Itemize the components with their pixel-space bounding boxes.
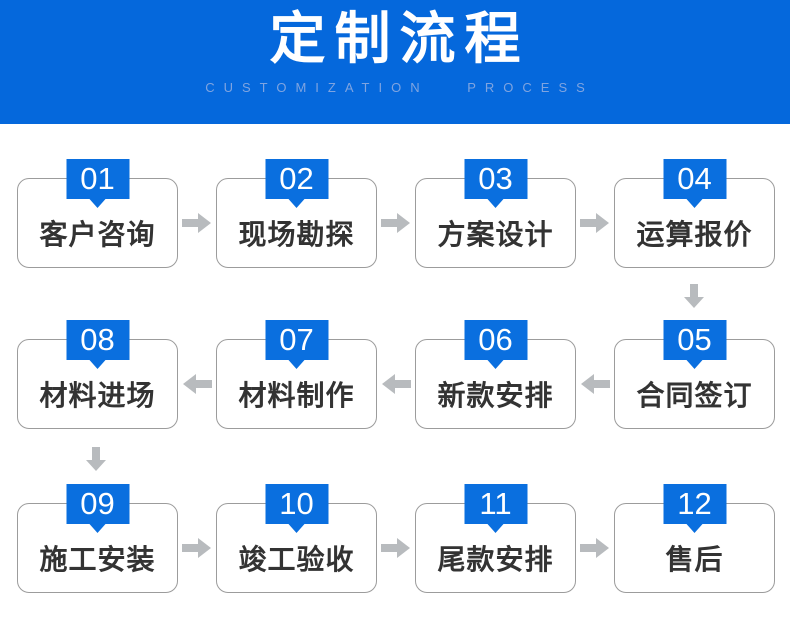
step-label: 材料制作 [238, 380, 355, 411]
step-number-badge: 08 [66, 320, 129, 360]
step-number: 06 [478, 322, 513, 357]
step-label: 新款安排 [437, 380, 554, 411]
step-label: 施工安装 [39, 544, 156, 575]
step-number: 09 [80, 486, 115, 521]
arrow-right-icon [178, 212, 216, 234]
arrow-right-icon [377, 212, 415, 234]
flow-row-3: 09 施工安装 10 竣工验收 11 尾款安排 12 售后 [17, 484, 775, 593]
step-label: 尾款安排 [437, 544, 554, 575]
step-number-badge: 11 [464, 484, 527, 524]
step-number-badge: 03 [464, 159, 527, 199]
step-number-badge: 06 [464, 320, 527, 360]
flow-diagram: 01 客户咨询 02 现场勘探 03 方案设计 04 运算报价 [0, 124, 790, 638]
step-card-05: 05 合同签订 [614, 320, 775, 429]
step-number-badge: 02 [265, 159, 328, 199]
step-label: 客户咨询 [39, 219, 156, 250]
step-number: 07 [279, 322, 314, 357]
flow-row-2: 08 材料进场 07 材料制作 06 新款安排 05 合同签订 [17, 320, 775, 429]
step-label: 现场勘探 [238, 219, 355, 250]
step-number: 11 [479, 486, 512, 521]
step-card-08: 08 材料进场 [17, 320, 178, 429]
arrow-down-icon [85, 447, 107, 472]
step-number: 05 [677, 322, 712, 357]
banner-subtitle: CUSTOMIZATION PROCESS [205, 80, 594, 95]
step-card-01: 01 客户咨询 [17, 159, 178, 268]
step-card-03: 03 方案设计 [415, 159, 576, 268]
step-number-badge: 01 [66, 159, 129, 199]
step-number-badge: 05 [663, 320, 726, 360]
step-label: 材料进场 [39, 380, 156, 411]
step-number: 10 [279, 486, 314, 521]
step-card-07: 07 材料制作 [216, 320, 377, 429]
step-card-02: 02 现场勘探 [216, 159, 377, 268]
step-card-09: 09 施工安装 [17, 484, 178, 593]
step-number: 04 [677, 161, 712, 196]
step-number-badge: 04 [663, 159, 726, 199]
step-number: 12 [677, 486, 712, 521]
arrow-left-icon [576, 373, 614, 395]
step-card-11: 11 尾款安排 [415, 484, 576, 593]
step-number: 08 [80, 322, 115, 357]
step-number: 03 [478, 161, 513, 196]
step-number: 02 [279, 161, 314, 196]
arrow-right-icon [576, 212, 614, 234]
step-number-badge: 10 [265, 484, 328, 524]
banner: 定制流程 CUSTOMIZATION PROCESS [0, 0, 790, 124]
arrow-down-icon [683, 284, 705, 309]
step-label: 竣工验收 [238, 544, 355, 575]
step-card-04: 04 运算报价 [614, 159, 775, 268]
step-label: 售后 [665, 544, 724, 575]
arrow-right-icon [178, 537, 216, 559]
step-card-06: 06 新款安排 [415, 320, 576, 429]
page-title: 定制流程 [269, 7, 530, 70]
arrow-left-icon [377, 373, 415, 395]
step-label: 运算报价 [636, 219, 753, 250]
arrow-left-icon [178, 373, 216, 395]
arrow-right-icon [576, 537, 614, 559]
flow-row-1: 01 客户咨询 02 现场勘探 03 方案设计 04 运算报价 [17, 159, 775, 268]
step-card-12: 12 售后 [614, 484, 775, 593]
arrow-right-icon [377, 537, 415, 559]
step-number-badge: 09 [66, 484, 129, 524]
step-number-badge: 07 [265, 320, 328, 360]
step-card-10: 10 竣工验收 [216, 484, 377, 593]
step-label: 合同签订 [636, 380, 753, 411]
step-label: 方案设计 [437, 219, 554, 250]
step-number: 01 [80, 161, 115, 196]
step-number-badge: 12 [663, 484, 726, 524]
